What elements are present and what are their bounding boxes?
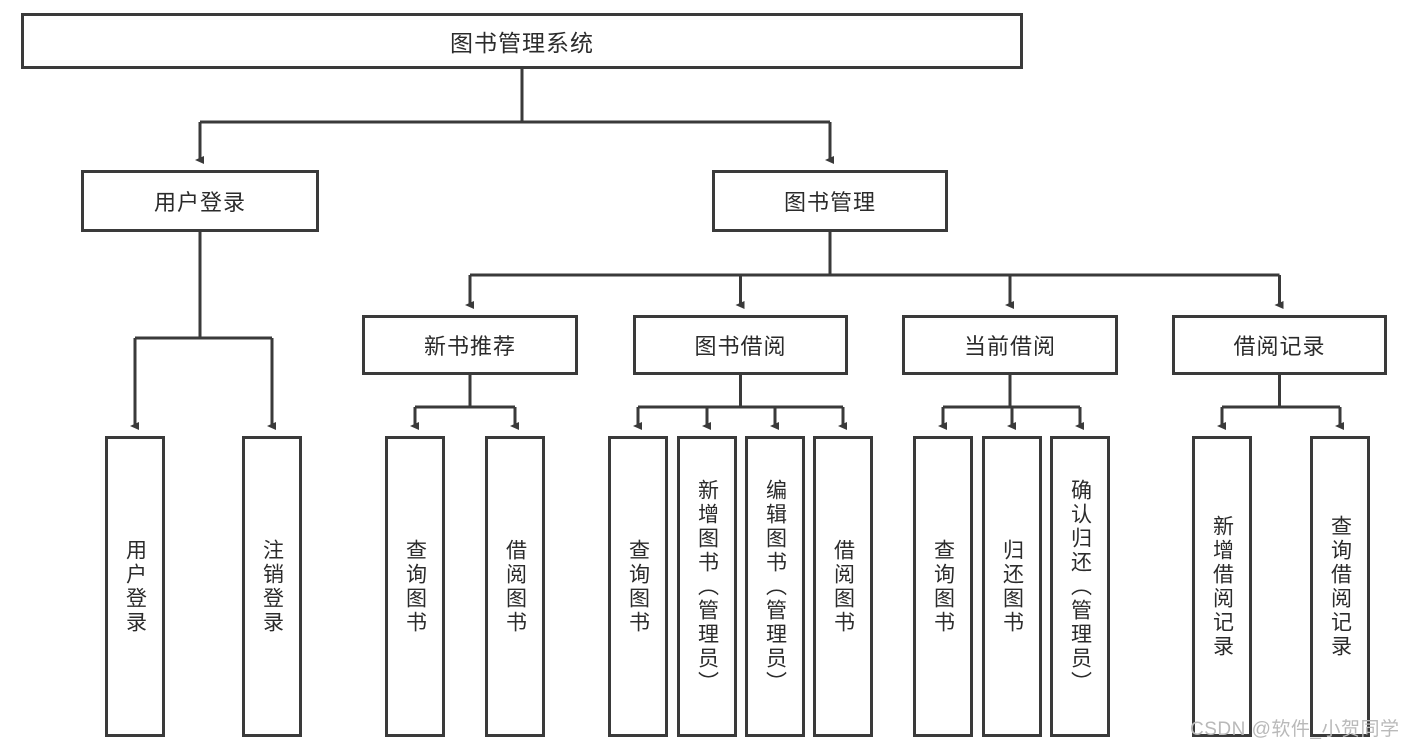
node-leaf10[interactable]: 归还图书 xyxy=(982,436,1042,737)
node-leaf9[interactable]: 查询图书 xyxy=(913,436,973,737)
node-label: 查询图书 xyxy=(403,538,427,635)
node-label: 借阅图书 xyxy=(503,538,527,635)
node-label: 归还图书 xyxy=(1000,538,1024,635)
node-leaf13[interactable]: 查询借阅记录 xyxy=(1310,436,1370,737)
node-label: 编辑图书（管理员） xyxy=(763,478,787,695)
node-label: 当前借阅 xyxy=(963,334,1056,359)
node-label: 借阅图书 xyxy=(831,538,855,635)
node-label: 用户登录 xyxy=(153,190,246,215)
node-newbook[interactable]: 新书推荐 xyxy=(362,315,578,375)
node-root[interactable]: 图书管理系统 xyxy=(21,13,1023,69)
node-label: 新增图书（管理员） xyxy=(695,478,719,695)
node-current[interactable]: 当前借阅 xyxy=(902,315,1118,375)
node-label: 图书借阅 xyxy=(694,334,787,359)
node-label: 图书管理 xyxy=(783,190,876,215)
node-leaf11[interactable]: 确认归还（管理员） xyxy=(1050,436,1110,737)
node-leaf5[interactable]: 查询图书 xyxy=(608,436,668,737)
node-leaf3[interactable]: 查询图书 xyxy=(385,436,445,737)
node-label: 查询图书 xyxy=(626,538,650,635)
node-bookmgmt[interactable]: 图书管理 xyxy=(712,170,948,232)
node-records[interactable]: 借阅记录 xyxy=(1172,315,1387,375)
node-leaf6[interactable]: 新增图书（管理员） xyxy=(677,436,737,737)
node-login[interactable]: 用户登录 xyxy=(81,170,319,232)
node-label: 图书管理系统 xyxy=(450,30,594,56)
node-leaf8[interactable]: 借阅图书 xyxy=(813,436,873,737)
node-borrow[interactable]: 图书借阅 xyxy=(633,315,848,375)
node-label: 用户登录 xyxy=(123,538,147,635)
node-leaf4[interactable]: 借阅图书 xyxy=(485,436,545,737)
node-leaf1[interactable]: 用户登录 xyxy=(105,436,165,737)
node-label: 新书推荐 xyxy=(423,334,516,359)
node-label: 确认归还（管理员） xyxy=(1068,478,1092,695)
node-label: 借阅记录 xyxy=(1233,334,1326,359)
node-leaf12[interactable]: 新增借阅记录 xyxy=(1192,436,1252,737)
node-label: 注销登录 xyxy=(260,538,284,635)
node-leaf7[interactable]: 编辑图书（管理员） xyxy=(745,436,805,737)
watermark-label: CSDN @软件_小贺同学 xyxy=(1190,719,1400,740)
node-label: 新增借阅记录 xyxy=(1210,514,1234,659)
node-label: 查询图书 xyxy=(931,538,955,635)
node-label: 查询借阅记录 xyxy=(1328,514,1352,659)
node-leaf2[interactable]: 注销登录 xyxy=(242,436,302,737)
